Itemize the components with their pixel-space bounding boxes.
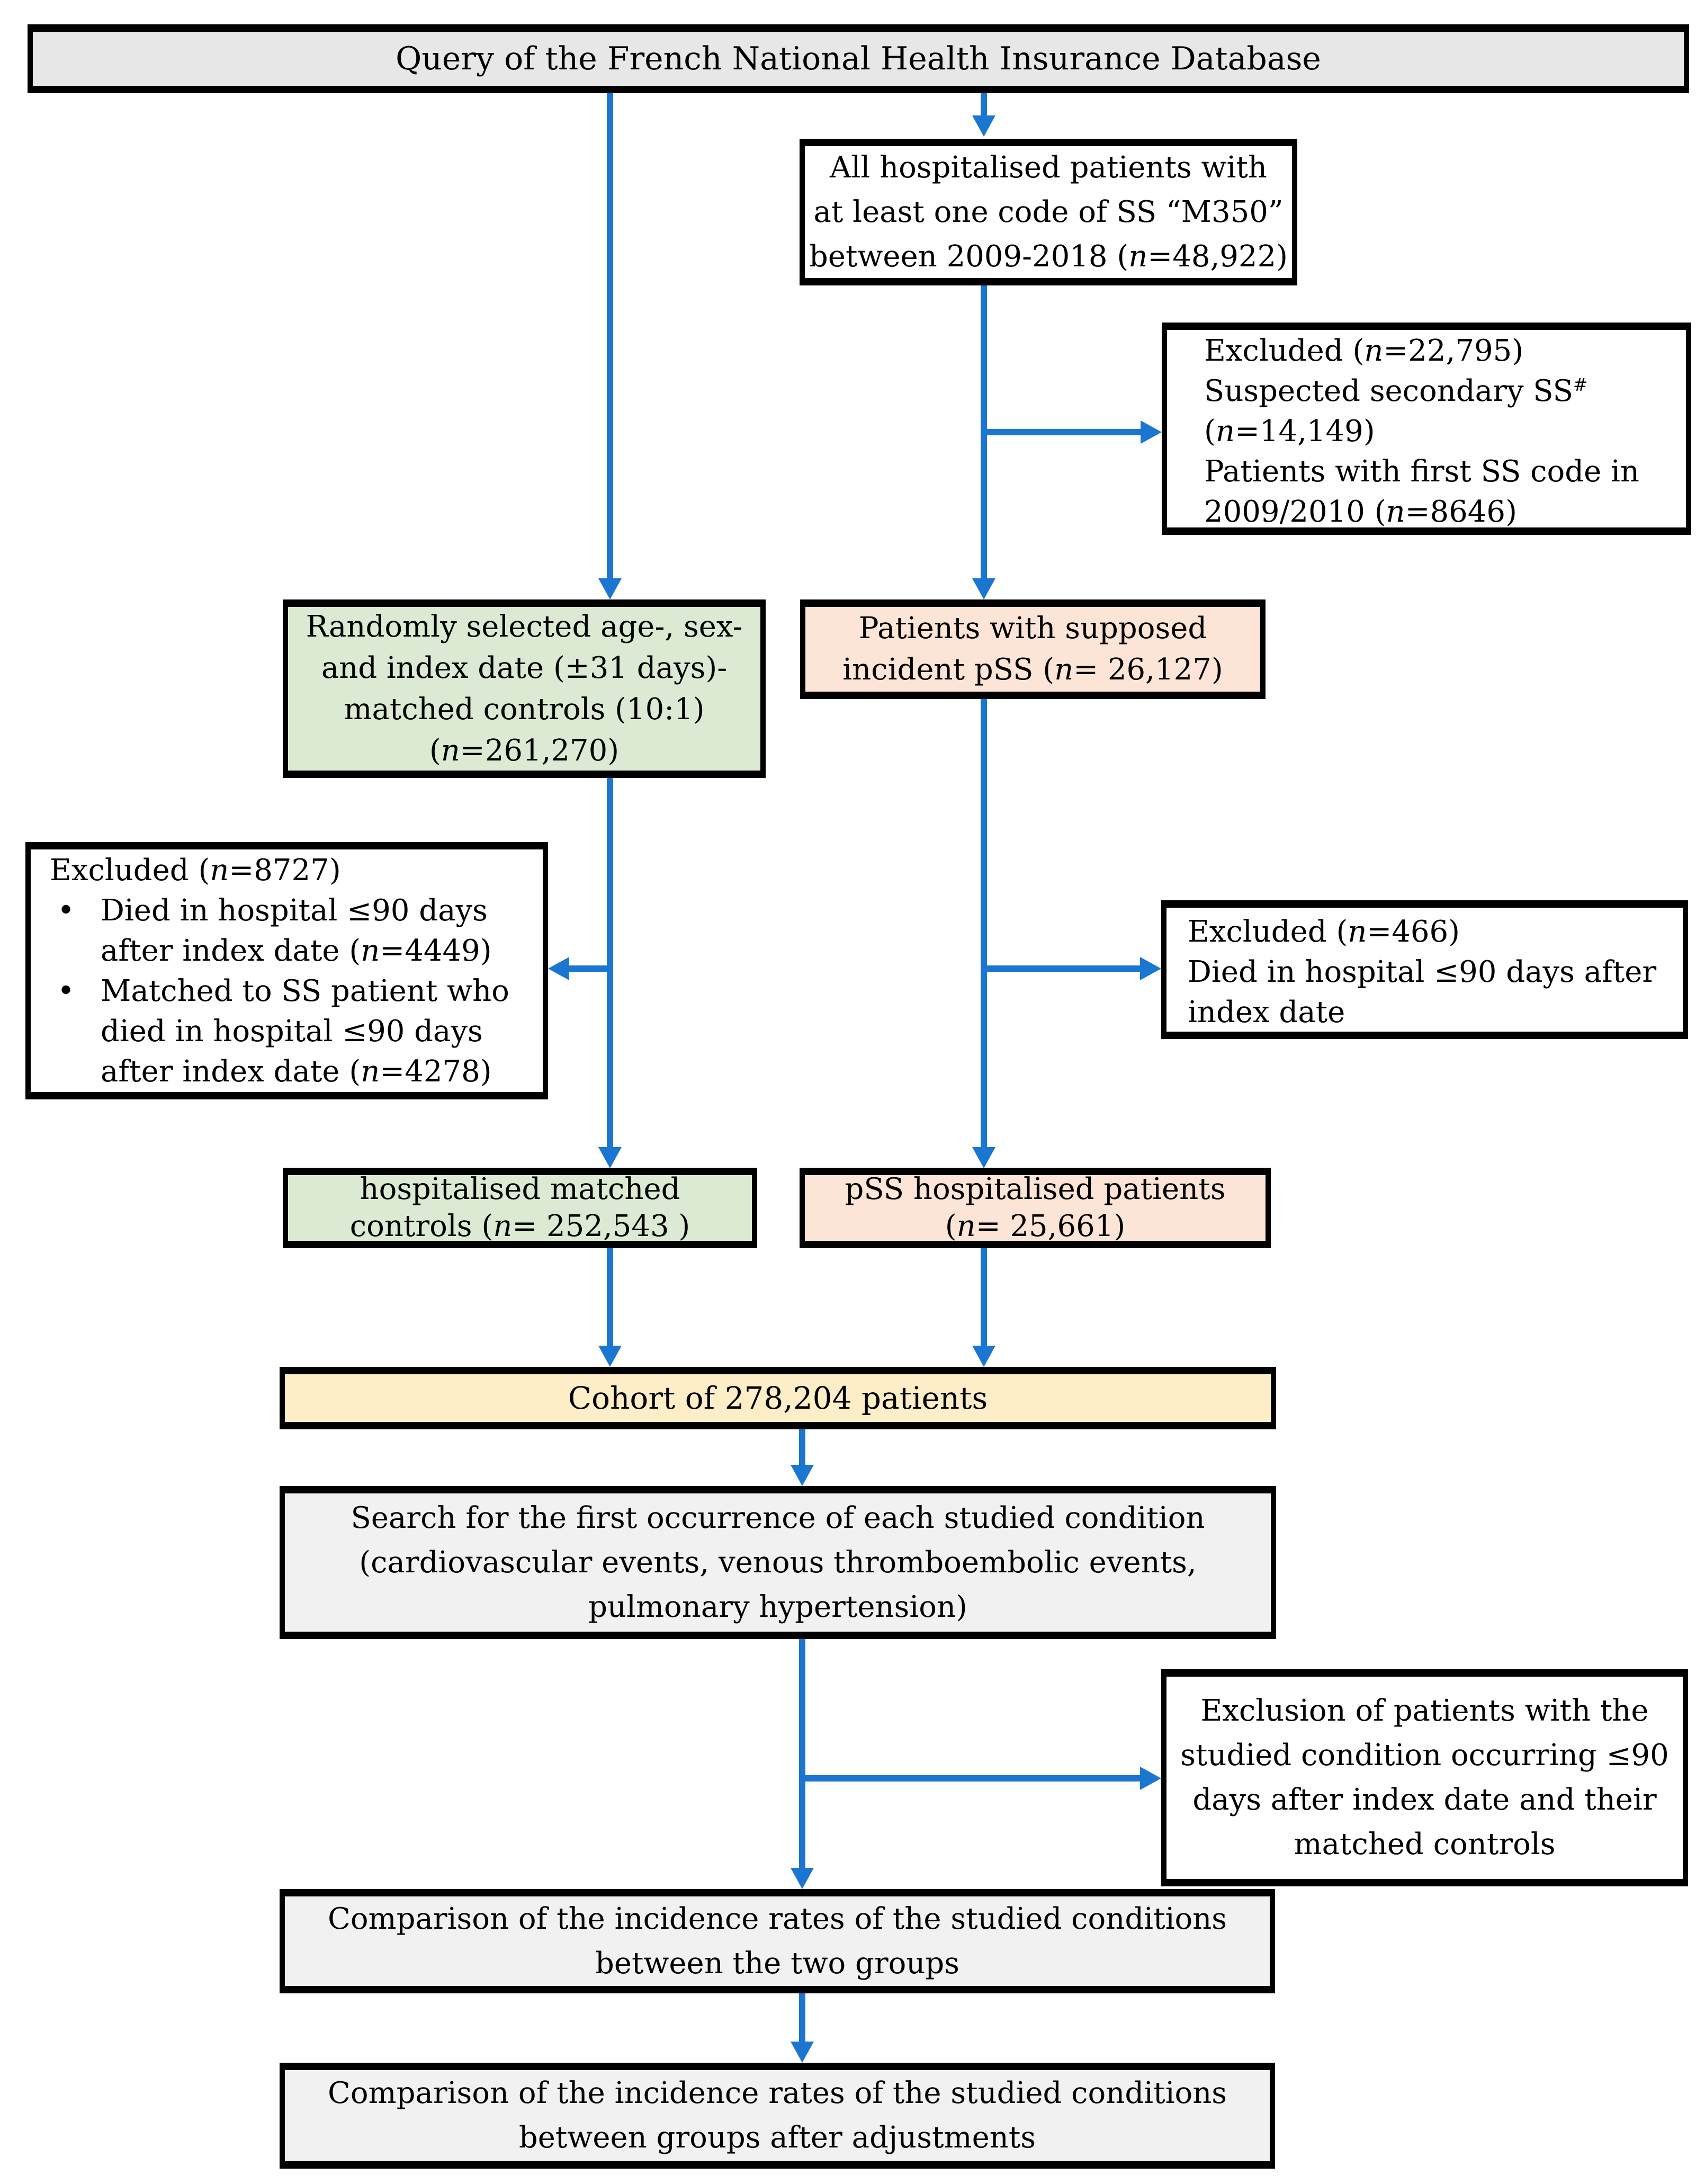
matched-controls-box: Randomly selected age-, sex-and index da… (283, 599, 766, 778)
arrow-cohort-to-search-head (791, 1465, 814, 1486)
database-query-label: Query of the French National Health Insu… (396, 40, 1321, 77)
arrow-to-excluded-pss-head (1140, 957, 1161, 980)
excluded-controls-title: Excluded (n=8727) (50, 853, 341, 888)
comparison-adjusted-box: Comparison of the incidence rates of the… (280, 2063, 1275, 2169)
arrow-cohort-to-search-line (799, 1429, 805, 1465)
arrow-to-excluded-secondary-line (984, 429, 1142, 435)
text-line: controls (n= 252,543 ) (349, 1209, 690, 1243)
text-line: Exclusion of patients with the (1200, 1694, 1649, 1728)
cohort-label: Cohort of 278,204 patients (568, 1380, 988, 1416)
text-line: died in hospital ≤90 days (101, 1014, 483, 1049)
text-line: pulmonary hypertension) (588, 1589, 967, 1624)
text-line: matched controls (10:1) (344, 692, 705, 727)
text-line: 2009/2010 (n=8646) (1204, 495, 1517, 529)
text-line: pSS hospitalised patients (845, 1172, 1226, 1206)
text-line: Died in hospital ≤90 days (101, 893, 488, 928)
text-line: between the two groups (595, 1946, 960, 1981)
text-line: index date (1188, 995, 1345, 1030)
cohort-box: Cohort of 278,204 patients (280, 1367, 1276, 1429)
arrow-bar-to-all-patients-head (972, 115, 995, 137)
text-line: between 2009-2018 (n=48,922) (809, 239, 1288, 274)
excluded-controls-bullet-matched: Matched to SS patient who died in hospita… (50, 971, 537, 1092)
arrow-pss-to-cohort-line (981, 1248, 987, 1347)
excluded-controls-bullet-died: Died in hospital ≤90 days after index dat… (50, 891, 537, 971)
all-hospitalised-box: All hospitalised patients with at least o… (800, 139, 1297, 285)
text-line: (n=261,270) (429, 733, 620, 768)
database-query-bar: Query of the French National Health Insu… (28, 24, 1689, 93)
search-conditions-box: Search for the first occurrence of each … (280, 1486, 1276, 1639)
incident-pss-box: Patients with supposed incident pSS (n= 2… (800, 599, 1266, 699)
text-line: hospitalised matched (360, 1172, 680, 1206)
arrow-all-patients-to-incident-pss-head (972, 578, 995, 599)
pss-hospitalised-box: pSS hospitalised patients(n= 25,661) (800, 1168, 1271, 1248)
arrow-to-excluded-secondary-head (1141, 420, 1162, 444)
arrow-matched-to-hospitalised-controls-head (598, 1147, 622, 1168)
arrow-controls-to-cohort-head (598, 1346, 622, 1367)
text-line: at least one code of SS “M350” (813, 194, 1284, 229)
text-line: Comparison of the incidence rates of the… (327, 1901, 1227, 1936)
arrow-bar-to-matched-controls-line (607, 93, 613, 579)
arrow-pss-to-cohort-head (972, 1346, 995, 1367)
excluded-secondary-ss-box: Excluded (n=22,795) Suspected secondary S… (1162, 323, 1691, 535)
arrow-bar-to-matched-controls-head (598, 578, 622, 599)
text-line: matched controls (1294, 1827, 1556, 1861)
text-line: All hospitalised patients with (830, 150, 1267, 185)
arrow-to-exclusion-90days-head (1140, 1767, 1161, 1790)
arrow-to-excluded-controls-line (569, 965, 613, 972)
text-line: Excluded (n=466) (1188, 915, 1460, 949)
comparison-crude-box: Comparison of the incidence rates of the… (280, 1889, 1275, 1993)
arrow-incident-to-pss-hospitalised-line (981, 699, 987, 1148)
text-line: (cardiovascular events, venous thromboem… (359, 1545, 1197, 1580)
arrow-incident-to-pss-hospitalised-head (972, 1147, 995, 1168)
arrow-matched-to-hospitalised-controls-line (607, 778, 613, 1148)
arrow-search-to-comparison-head (791, 1868, 814, 1889)
text-line: days after index date and their (1192, 1783, 1657, 1817)
text-line: Patients with supposed (858, 611, 1207, 646)
text-line: Randomly selected age-, sex- (306, 609, 743, 644)
text-line: after index date (n=4278) (101, 1054, 492, 1089)
text-line: (n= 25,661) (945, 1209, 1126, 1243)
text-line: between groups after adjustments (518, 2120, 1036, 2155)
text-line: Patients with first SS code in (1204, 454, 1639, 489)
arrow-to-excluded-pss-line (984, 965, 1141, 972)
arrow-search-to-comparison-line (799, 1639, 805, 1868)
text-line: Comparison of the incidence rates of the… (327, 2076, 1227, 2110)
exclusion-90days-box: Exclusion of patients with the studied co… (1161, 1669, 1688, 1886)
text-line: Died in hospital ≤90 days after (1188, 955, 1657, 989)
arrow-comparison-to-adjusted-head (791, 2042, 814, 2063)
excluded-pss-box: Excluded (n=466) Died in hospital ≤90 day… (1161, 900, 1688, 1039)
excluded-controls-box: Excluded (n=8727) Died in hospital ≤90 d… (25, 842, 548, 1099)
arrow-bar-to-all-patients-line (981, 93, 987, 118)
arrow-comparison-to-adjusted-line (799, 1993, 805, 2042)
text-line: after index date (n=4449) (101, 934, 492, 968)
text-line: studied condition occurring ≤90 (1180, 1738, 1669, 1773)
text-line: and index date (±31 days)- (321, 650, 728, 685)
text-line: Excluded (n=22,795) (1204, 334, 1524, 368)
text-line: (n=14,149) (1204, 414, 1375, 449)
text-line: incident pSS (n= 26,127) (842, 652, 1223, 687)
arrow-to-exclusion-90days-line (802, 1775, 1140, 1782)
text-line: Search for the first occurrence of each … (351, 1500, 1205, 1535)
text-line: Suspected secondary SS# (1204, 374, 1588, 408)
arrow-controls-to-cohort-line (607, 1248, 613, 1347)
arrow-to-excluded-controls-head (548, 957, 569, 980)
text-line: Matched to SS patient who (101, 974, 509, 1008)
